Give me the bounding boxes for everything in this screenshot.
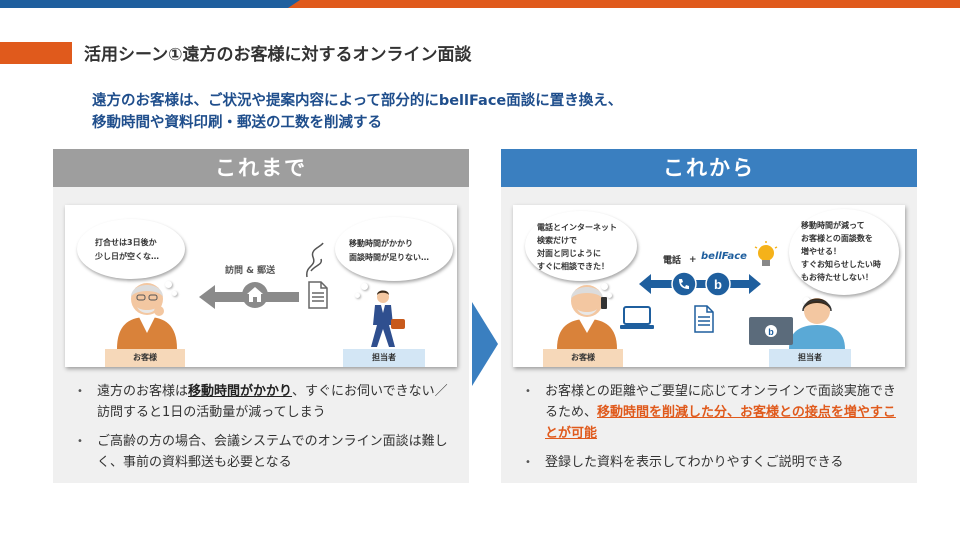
bubble-line: 少し日が空くな… <box>95 252 159 261</box>
house-icon <box>242 282 268 308</box>
phone-label: 電話 <box>663 256 682 266</box>
top-accent-bar <box>0 0 960 8</box>
top-bar-blue <box>0 0 300 8</box>
list-item: 遠方のお客様は移動時間がかかり、すぐにお伺いできない／訪問すると1日の活動量が減… <box>75 381 457 423</box>
lead-text: 遠方のお客様は、ご状況や提案内容によって部分的にbellFace面談に置き換え、… <box>92 90 622 134</box>
stress-squiggle-icon <box>306 242 324 278</box>
bubble-line: 面談時間が足りない… <box>349 253 429 262</box>
after-customer-label: お客様 <box>543 349 623 367</box>
bubble-tail <box>803 297 810 304</box>
top-bar-orange <box>288 0 960 8</box>
bubble-tail <box>172 291 177 296</box>
list-item: ご高齢の方の場合、会議システムでのオンライン面談は難しく、事前の資料郵送も必要と… <box>75 431 457 473</box>
before-panel: これまで 打合せは3日後か 少し日が空くな… 移動時間がかかり 面談時間が足りな… <box>53 149 469 483</box>
after-bullets: お客様との距離やご要望に応じてオンラインで面談実施できるため、移動時間を削減した… <box>523 381 905 481</box>
bubble-line: 移動時間が減って <box>801 221 865 230</box>
after-staff-bubble: 移動時間が減って お客様との面談数を 増やせる！ すぐお知らせしたい時 もお待た… <box>789 209 899 295</box>
laptop-icon <box>620 306 654 329</box>
bullet-highlight: 移動時間がかかり <box>188 384 293 399</box>
after-staff-label: 担当者 <box>769 349 851 367</box>
title-accent-block <box>0 42 72 64</box>
staff-headset-illustration: b <box>749 298 845 349</box>
before-heading: これまで <box>53 149 469 187</box>
transition-arrow <box>472 302 498 386</box>
bubble-line: 移動時間がかかり <box>349 239 413 248</box>
bubble-line: 対面と同じように <box>537 249 601 258</box>
elderly-customer-phone-illustration <box>557 285 617 349</box>
bubble-tail <box>355 293 360 298</box>
bubble-line: もお待たせしない！ <box>801 273 873 282</box>
bullet-text: 遠方のお客様は <box>97 384 189 399</box>
lead-line-1: 遠方のお客様は、ご状況や提案内容によって部分的にbellFace面談に置き換え、 <box>92 93 623 109</box>
after-panel: これから 電話とインターネット 検索だけで 対面と同じように すぐに相談できた！… <box>501 149 917 483</box>
before-customer-label: お客様 <box>105 349 185 367</box>
list-item: 登録した資料を表示してわかりやすくご説明できる <box>523 452 905 473</box>
bubble-tail <box>361 283 368 290</box>
after-customer-bubble: 電話とインターネット 検索だけで 対面と同じように すぐに相談できた！ <box>525 211 637 281</box>
page-title: 活用シーン①遠方のお客様に対するオンライン面談 <box>84 45 472 65</box>
lightbulb-icon <box>754 241 778 266</box>
bubble-line: 打合せは3日後か <box>95 238 157 247</box>
connection-arrow-icon <box>639 274 761 294</box>
bellface-logo-icon: b <box>705 271 731 297</box>
bubble-line: 検索だけで <box>537 236 577 245</box>
bubble-line: すぐお知らせしたい時 <box>801 260 881 269</box>
before-bullets: 遠方のお客様は移動時間がかかり、すぐにお伺いできない／訪問すると1日の活動量が減… <box>75 381 457 481</box>
document-icon <box>694 305 714 333</box>
bullet-text: お客様との距離やご要望に応じてオンラインで面談実施できるため、 <box>545 384 896 420</box>
elderly-customer-illustration <box>117 283 177 349</box>
visit-mail-label: 訪問 & 郵送 <box>225 266 276 276</box>
bullet-highlight: 移動時間を削減した分、お客様との接点を増やすことが可能 <box>545 405 896 441</box>
bubble-line: 電話とインターネット <box>537 223 617 232</box>
lead-line-2: 移動時間や資料印刷・郵送の工数を削減する <box>92 115 382 131</box>
document-icon <box>308 281 328 309</box>
svg-text:b: b <box>714 277 722 292</box>
bellface-label: bellFace <box>701 251 747 262</box>
bubble-line: お客様との面談数を <box>801 234 873 243</box>
list-item: お客様との距離やご要望に応じてオンラインで面談実施できるため、移動時間を削減した… <box>523 381 905 444</box>
svg-text:b: b <box>768 327 774 337</box>
walking-staff-illustration <box>371 290 405 347</box>
after-illustration: 電話とインターネット 検索だけで 対面と同じように すぐに相談できた！ 移動時間… <box>513 205 905 367</box>
bubble-tail <box>601 283 608 290</box>
bubble-line: すぐに相談できた！ <box>537 262 609 271</box>
bubble-tail <box>165 281 172 288</box>
bullet-text: 、すぐにお伺いできない／訪問すると1日の活動量が減ってしまう <box>97 384 448 420</box>
before-staff-label: 担当者 <box>343 349 425 367</box>
before-staff-bubble: 移動時間がかかり 面談時間が足りない… <box>335 217 453 281</box>
phone-icon <box>671 271 697 297</box>
before-customer-bubble: 打合せは3日後か 少し日が空くな… <box>77 219 185 279</box>
bubble-tail <box>607 293 612 298</box>
before-illustration: 打合せは3日後か 少し日が空くな… 移動時間がかかり 面談時間が足りない… 訪問… <box>65 205 457 367</box>
plus-label: + <box>689 255 697 265</box>
bubble-line: 増やせる！ <box>801 247 841 256</box>
after-heading: これから <box>501 149 917 187</box>
